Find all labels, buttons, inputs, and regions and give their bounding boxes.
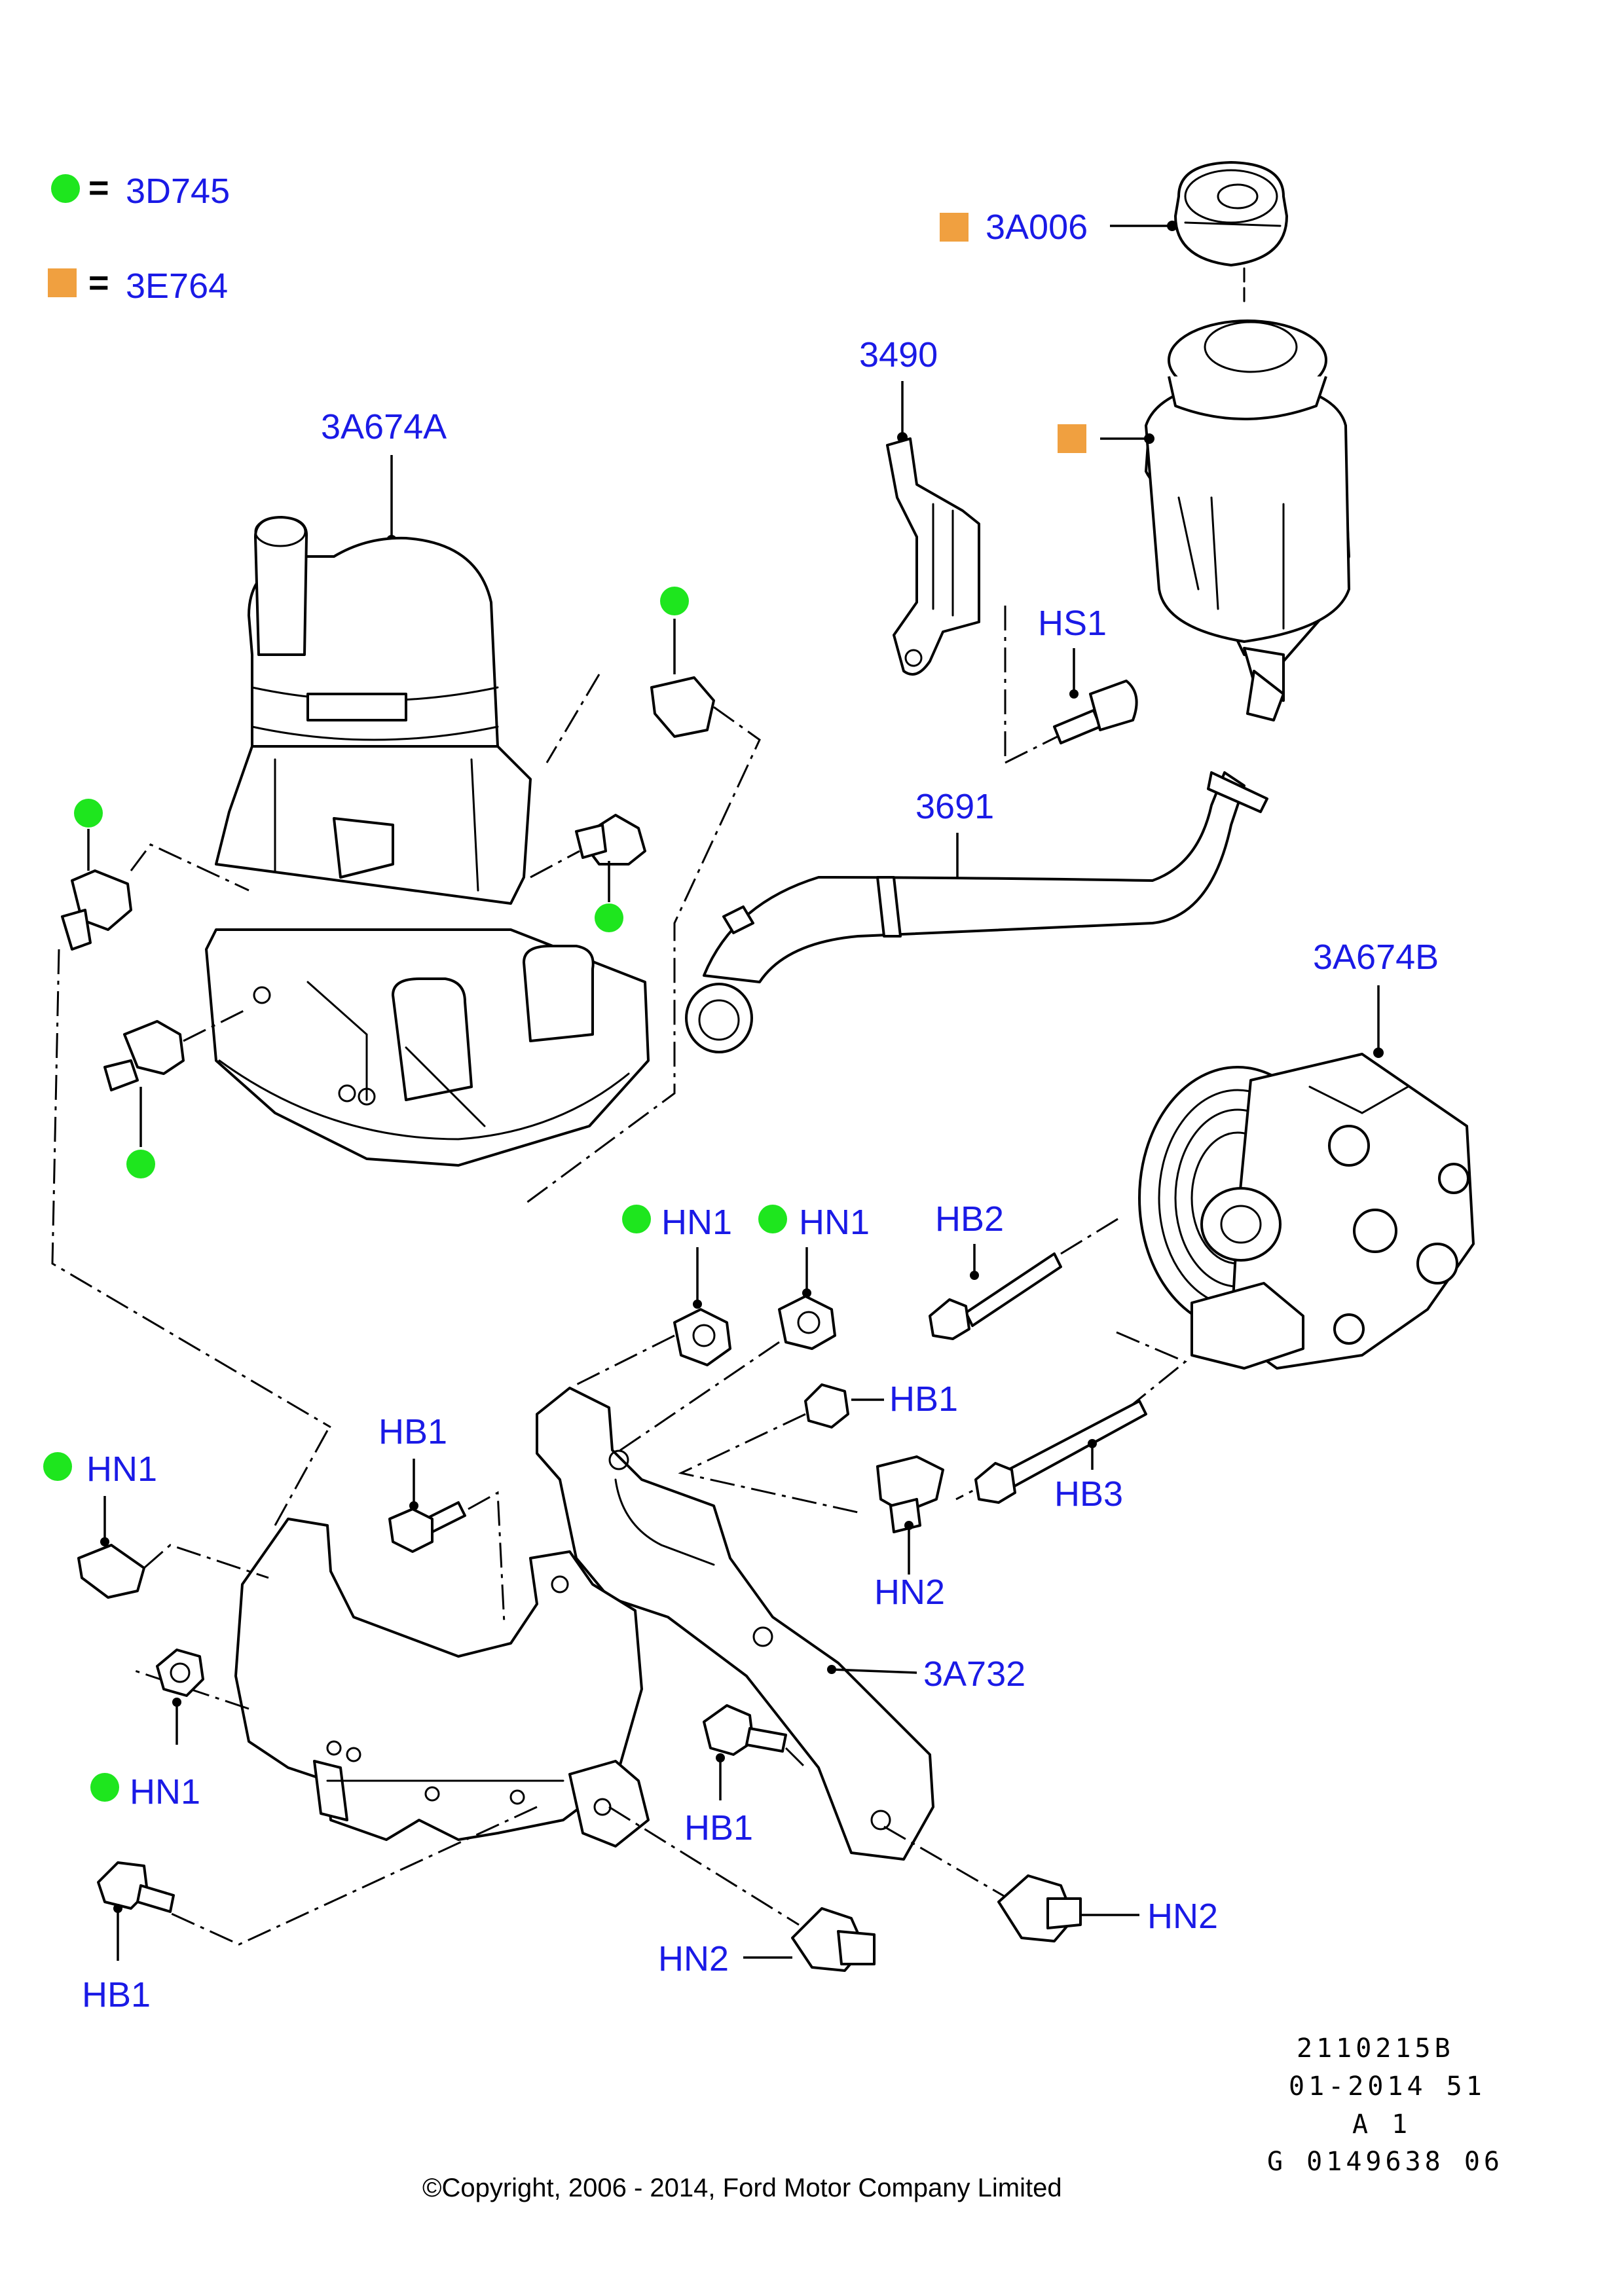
green-marker-1 [660,587,689,615]
nut-hn2-right: HN2 [997,1874,1218,1942]
meta-line-1: 2110215B [1297,2033,1454,2064]
bracket-3490: 3490 [859,335,1065,764]
meta-line-4: G 0149638 06 [1267,2147,1504,2177]
bolt-hb1-mid: HB1 [378,1412,506,1624]
callout-hn2-right: HN2 [1147,1897,1218,1936]
legend-green-circle-marker [51,174,80,203]
reservoir [1058,267,1350,702]
callout-3a732: 3A732 [923,1654,1025,1694]
callout-3490: 3490 [859,335,938,374]
callout-hn2-bottom: HN2 [658,1939,729,1978]
green-marker-hn1-bottom [90,1773,119,1802]
drawing-reference: 2110215B 01-2014 51 A 1 G 0149638 06 [1267,2033,1504,2177]
meta-line-2: 01-2014 51 [1289,2071,1486,2102]
bolt-hb1-bottom: HB1 [82,1861,175,2014]
legend: = 3D745 = 3E764 [48,168,230,306]
nut-hn2-mid: HN2 [874,1455,945,1612]
green-marker-2 [595,903,623,932]
green-marker-3 [74,799,103,828]
bolt-hb2: HB2 [929,1199,1120,1340]
legend-equals-2: = [88,263,109,302]
legend-orange-square-marker [48,268,77,297]
callout-hn1-top-a: HN1 [661,1203,732,1242]
callout-3a674a: 3A674A [321,407,447,446]
callout-hn1-top-b: HN1 [799,1203,870,1242]
green-marker-hn1-left [43,1452,72,1481]
callout-hb2: HB2 [935,1199,1004,1239]
nut-hn1-bottom: HN1 [90,1649,204,1812]
callout-hb1-bottom: HB1 [82,1975,151,2014]
meta-line-3: A 1 [1352,2109,1411,2140]
bolt-hb3: HB3 [974,1400,1147,1514]
nut-hn2-bottom: HN2 [658,1907,876,1978]
callout-hs1: HS1 [1038,604,1107,643]
legend-code-3d745: 3D745 [126,172,230,211]
cap-orange-marker [940,213,969,242]
green-marker-hn1-b [758,1205,787,1233]
bolt-hb1-lower: HB1 [684,1704,807,1848]
callout-hb3: HB3 [1054,1474,1123,1514]
green-marker-hn1-a [622,1205,651,1233]
hn1-top-nuts: HN1 HN1 [576,1203,870,1455]
callout-3691: 3691 [915,787,994,826]
pump-left-fasteners [51,587,761,1429]
pump-3a674b: 3A674B [955,938,1475,1501]
reservoir-orange-marker [1058,424,1086,453]
legend-equals-1: = [88,168,109,208]
green-marker-4 [126,1150,155,1178]
nut-hn1-left: HN1 [43,1449,269,1599]
legend-code-3e764: 3E764 [126,266,228,306]
callout-hn2-mid: HN2 [874,1573,945,1612]
callout-3a674b: 3A674B [1313,938,1439,977]
callout-hb1-mid: HB1 [378,1412,447,1451]
screw-hs1: HS1 [1038,604,1138,744]
callout-hn1-left: HN1 [86,1449,157,1489]
mount-bracket-3a732: 3A732 [536,1387,1025,1861]
lower-bracket [130,1430,1009,1946]
callout-hb1-lower: HB1 [684,1808,753,1848]
callout-hb1-right: HB1 [889,1379,958,1419]
hose-3691: 3691 [685,670,1285,1053]
bolt-hb1-right: HB1 [678,1379,958,1514]
pump-3a674a: 3A674A [205,407,650,1167]
callout-3a006: 3A006 [986,208,1088,247]
copyright-notice: ©Copyright, 2006 - 2014, Ford Motor Comp… [422,2174,1062,2202]
callout-hn1-bottom: HN1 [130,1772,200,1812]
reservoir-cap-3a006: 3A006 [940,161,1288,266]
